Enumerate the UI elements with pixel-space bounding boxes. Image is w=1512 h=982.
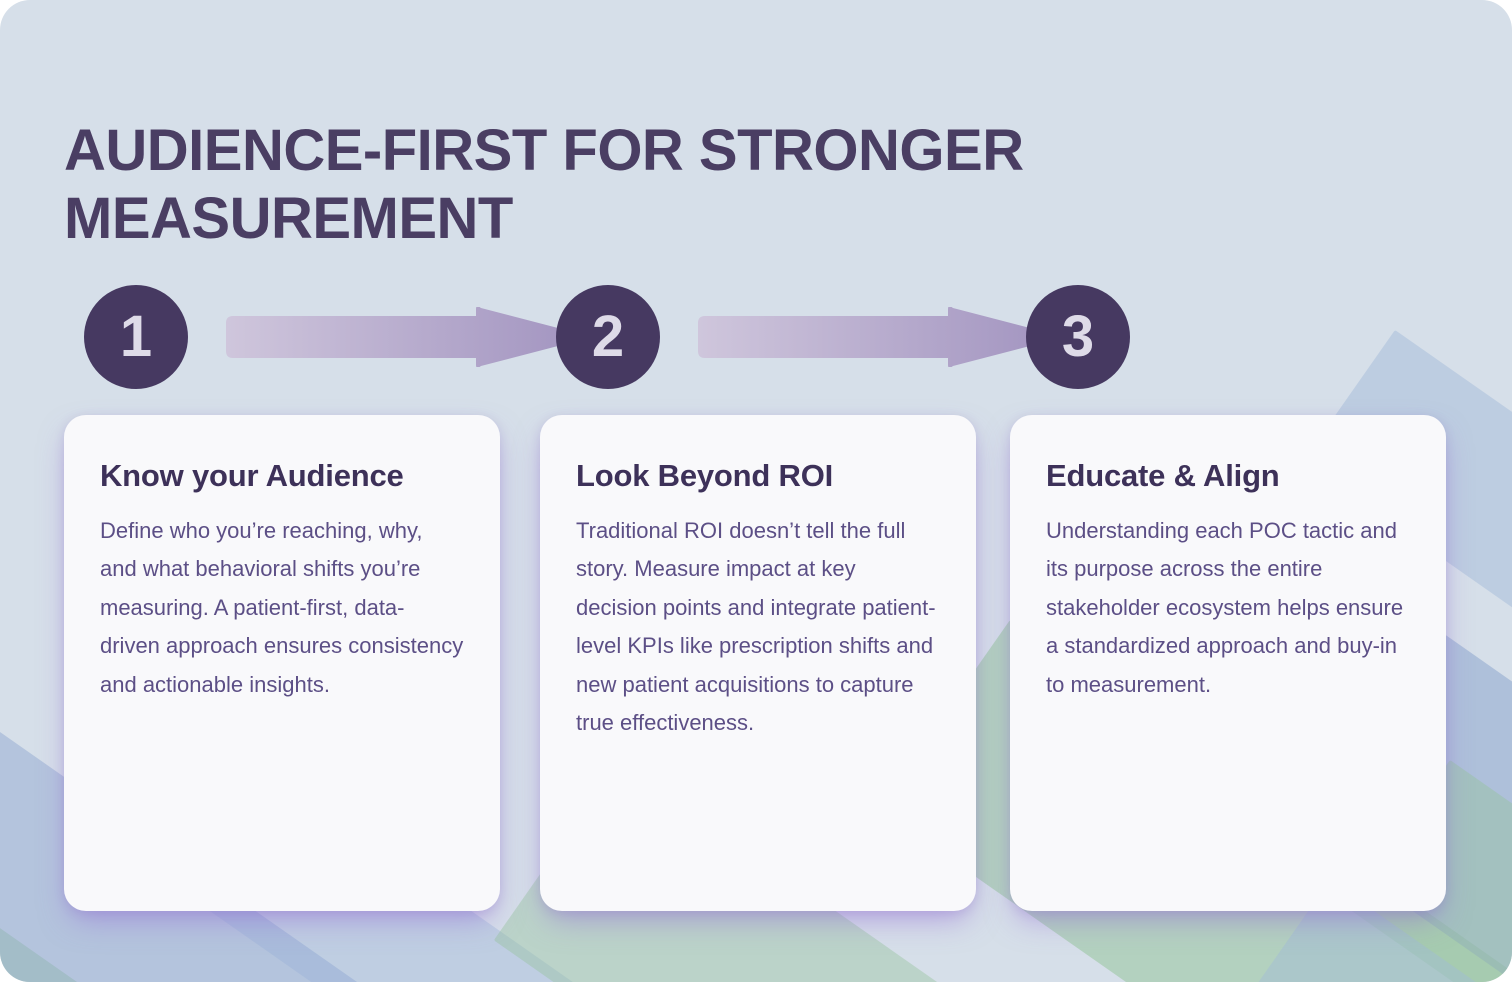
step-number-badge-3: 3 <box>1026 285 1130 389</box>
step-card-1: Know your Audience Define who you’re rea… <box>64 415 500 911</box>
step-card-3-body: Understanding each POC tactic and its pu… <box>1046 517 1404 697</box>
step-card-1-body: Define who you’re reaching, why, and wha… <box>100 517 464 697</box>
step-number-badge-1: 1 <box>84 285 188 389</box>
step-card-1-heading: Know your Audience <box>100 458 404 493</box>
step-cards-container: Know your Audience Define who you’re rea… <box>64 415 1450 911</box>
corner-accent-green <box>0 930 77 982</box>
step-card-2: Look Beyond ROI Traditional ROI doesn’t … <box>540 415 976 911</box>
step-card-3-heading: Educate & Align <box>1046 458 1280 493</box>
arrow-step-1-to-2-icon <box>218 307 586 367</box>
step-number-badge-2: 2 <box>556 285 660 389</box>
step-card-2-heading: Look Beyond ROI <box>576 458 834 493</box>
page-title: AUDIENCE-FIRST FOR STRONGER MEASUREMENT <box>64 117 1024 252</box>
step-card-2-body: Traditional ROI doesn’t tell the full st… <box>576 517 936 736</box>
arrow-step-2-to-3-icon <box>690 307 1058 367</box>
step-markers-row: 1 2 <box>84 285 1144 395</box>
step-card-3: Educate & Align Understanding each POC t… <box>1010 415 1446 911</box>
